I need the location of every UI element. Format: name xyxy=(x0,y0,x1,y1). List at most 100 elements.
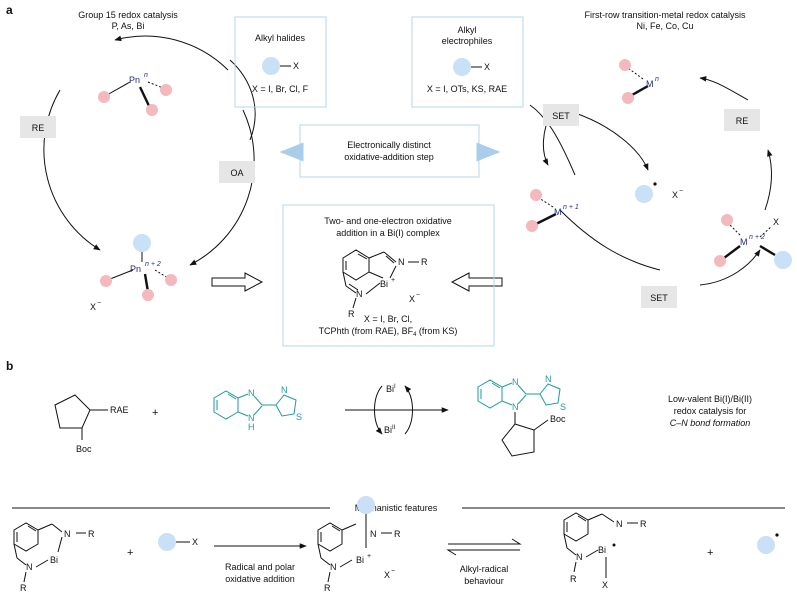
x-minus-left-charge: − xyxy=(97,300,101,307)
panel-b-label: b xyxy=(6,359,13,373)
benzimidazole-h: H xyxy=(248,422,255,432)
product-n-2: N xyxy=(512,402,519,412)
mech-iii-plus: + xyxy=(367,553,371,560)
bi-r-bottom: R xyxy=(348,309,355,319)
plus-1: + xyxy=(152,407,158,419)
left-subtitle: P, As, Bi xyxy=(112,21,145,31)
eq-label-2: behaviour xyxy=(464,576,504,586)
open-arrow-right xyxy=(450,272,503,292)
pn-top-label: Pn xyxy=(129,75,140,85)
bi-box-title-2: addition in a Bi(I) complex xyxy=(336,228,440,238)
bi-complex-structure: N R N R Bi + X − xyxy=(342,249,428,319)
pink-ball xyxy=(142,289,154,301)
alkyl-radical-sphere xyxy=(635,185,653,203)
radical-dot xyxy=(775,533,779,537)
bi-cycle-right xyxy=(404,385,413,435)
alkyl-sphere xyxy=(453,58,471,76)
oa-box xyxy=(219,161,255,183)
mech-ii-r-top: R xyxy=(640,519,647,529)
pink-ball xyxy=(721,214,733,226)
bi-i-label: BiI xyxy=(386,384,396,394)
mech-x-1: X xyxy=(192,537,198,547)
radical-dot xyxy=(612,543,616,547)
m-top-superscript: n xyxy=(655,76,659,83)
bi-definition-2: TCPhth (from RAE), BF4 (from KS) xyxy=(319,326,458,338)
bi-label: Bi xyxy=(380,279,388,289)
alkyl-electrophiles-title-2: electrophiles xyxy=(442,36,493,46)
bi-plus: + xyxy=(391,277,395,284)
mech-ii-x: X xyxy=(602,580,608,590)
mech-ii-bi: Bi xyxy=(598,545,606,555)
mech-ii-n-top: N xyxy=(616,519,623,529)
thiazole-n: N xyxy=(281,385,288,395)
mech-r-bottom: R xyxy=(20,583,27,593)
plus-2: + xyxy=(127,547,133,559)
pink-ball xyxy=(160,84,172,96)
benzimidazole-nh-n: N xyxy=(248,413,255,423)
description-3: C–N bond formation xyxy=(670,418,751,428)
benzimidazole-n: N xyxy=(248,388,255,398)
set-top-box xyxy=(543,104,579,126)
re-left-box xyxy=(20,116,56,138)
bi-cycle-left xyxy=(374,385,383,435)
m-mid-superscript: n + 1 xyxy=(563,204,579,211)
product-structure: N N N S Boc xyxy=(477,374,566,457)
m-right-label: M xyxy=(740,237,748,247)
radical-x: X xyxy=(672,190,678,200)
set-top-label: SET xyxy=(552,111,570,121)
bi-box-title-1: Two- and one-electron oxidative xyxy=(324,216,452,226)
center-frame xyxy=(299,124,480,178)
mech-iii-n-top: N xyxy=(370,529,377,539)
m-mid-complex: M n + 1 xyxy=(526,189,579,232)
alkyl-sphere xyxy=(133,234,151,252)
pink-ball xyxy=(100,275,112,287)
arrow-label-2: oxidative addition xyxy=(225,574,295,584)
bi-definition-1: X = I, Br, Cl, xyxy=(364,314,412,324)
pn-top-superscript: n xyxy=(144,72,148,79)
alkyl-sphere xyxy=(357,496,375,514)
center-text-1: Electronically distinct xyxy=(347,140,431,150)
mech-n-bottom: N xyxy=(26,562,33,572)
pyrrolidine-rae: RAE N Boc xyxy=(54,394,129,454)
panel-a-label: a xyxy=(6,3,13,17)
equilibrium-arrows xyxy=(446,538,522,556)
bi-r-top: R xyxy=(421,257,428,267)
mech-bi-ii: N R N R Bi X xyxy=(563,512,647,590)
alkyl-halides-title: Alkyl halides xyxy=(255,33,306,43)
mechanistic-title: Mechanistic features xyxy=(355,503,438,513)
benzimidazole-thiazole: N N H N S xyxy=(213,385,302,432)
x-minus-left: X xyxy=(90,302,96,312)
alkyl-sphere xyxy=(774,251,792,269)
bi-complex-frame xyxy=(282,204,495,347)
alkyl-electrophiles-definition: X = I, OTs, KS, RAE xyxy=(427,84,507,94)
product-n-1: N xyxy=(512,377,519,387)
m-right-complex: X M n + 2 xyxy=(714,214,792,269)
pink-ball xyxy=(165,274,177,286)
oa-label: OA xyxy=(230,168,243,178)
alkyl-electrophiles-x: X xyxy=(484,62,490,72)
mech-r-top: R xyxy=(88,529,95,539)
pink-ball xyxy=(714,255,726,267)
right-cycle xyxy=(529,76,773,286)
left-title: Group 15 redox catalysis xyxy=(78,10,178,20)
right-subtitle: Ni, Fe, Co, Cu xyxy=(636,21,693,31)
m-right-x: X xyxy=(773,217,779,227)
description-2: redox catalysis for xyxy=(674,406,747,416)
mech-bi-i: N R N R Bi xyxy=(13,522,95,593)
pink-ball xyxy=(526,220,538,232)
center-text-2: oxidative-addition step xyxy=(344,152,434,162)
bi-x: X xyxy=(409,294,415,304)
bi-n-bottom: N xyxy=(356,289,363,299)
pink-ball xyxy=(98,91,110,103)
radical-x-charge: − xyxy=(679,188,683,195)
product-boc: Boc xyxy=(550,414,566,424)
description-1: Low-valent Bi(I)/Bi(II) xyxy=(668,394,752,404)
pink-ball xyxy=(530,189,542,201)
pn-bottom-label: Pn xyxy=(130,264,141,274)
re-right-box xyxy=(724,109,760,131)
mech-iii-r-bottom: R xyxy=(324,583,331,593)
right-title: First-row transition-metal redox catalys… xyxy=(584,10,746,20)
mech-ii-n-bottom: N xyxy=(576,552,583,562)
alkyl-radical-sphere xyxy=(757,536,775,554)
